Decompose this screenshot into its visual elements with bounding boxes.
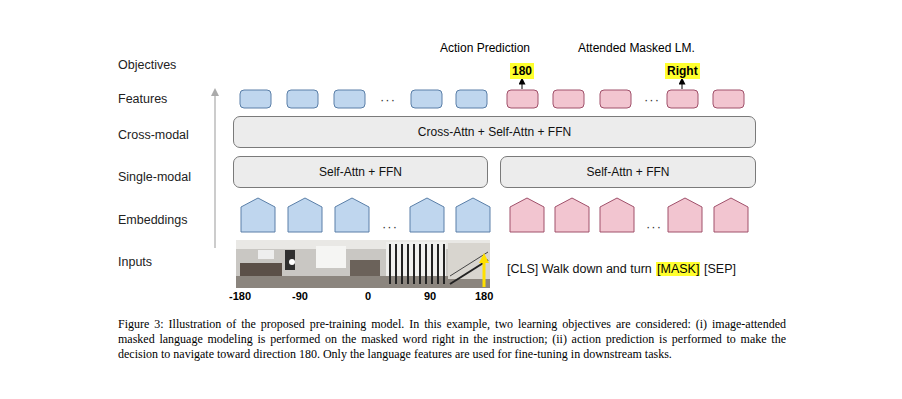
language-embedding — [714, 198, 748, 232]
panorama-rail — [431, 244, 433, 284]
language-feature — [667, 90, 698, 108]
panorama-rail — [419, 244, 421, 284]
objective-highlight: Right — [665, 63, 700, 79]
language-feature — [507, 90, 538, 108]
language-embedding — [600, 198, 634, 232]
node-text: Cross-Attn + Self-Attn + FFN — [418, 125, 571, 139]
language-encoder-layer: Self-Attn + FFN — [500, 156, 756, 188]
node-text: Right — [667, 64, 698, 78]
language-feature — [553, 90, 584, 108]
angle-tick: 0 — [365, 290, 371, 302]
vision-embedding — [456, 198, 490, 232]
objective-arrow — [682, 81, 683, 89]
vision-feature — [334, 90, 365, 108]
heading-arrow — [483, 258, 486, 287]
panorama-rail — [401, 244, 403, 284]
instruction-text: [CLS] Walk down and turn — [507, 262, 652, 276]
ellipsis: ··· — [644, 92, 660, 107]
angle-tick: -90 — [292, 290, 308, 302]
node-text: 180 — [512, 64, 532, 78]
panorama-window — [258, 250, 274, 259]
instruction-text: [SEP] — [704, 262, 736, 276]
panorama-fireplace — [285, 250, 295, 270]
objective-label: Action Prediction — [440, 41, 530, 55]
cross-modal-layer: Cross-Attn + Self-Attn + FFN — [233, 116, 756, 148]
node-text: Self-Attn + FFN — [319, 165, 402, 179]
panorama-rail — [389, 244, 391, 284]
ellipsis: ··· — [380, 92, 396, 107]
language-embedding — [555, 198, 589, 232]
angle-tick: 180 — [475, 290, 493, 302]
panorama-window — [316, 246, 346, 268]
language-embedding — [510, 198, 544, 232]
panorama-railing — [450, 252, 488, 276]
vision-feature — [240, 90, 271, 108]
vision-embedding — [335, 198, 369, 232]
panorama-wall — [236, 240, 490, 288]
language-feature — [600, 90, 631, 108]
objective-label: Attended Masked LM. — [578, 41, 695, 55]
panorama-rail — [407, 244, 409, 284]
node-text: [MASK] — [657, 262, 699, 276]
level-label: Cross-modal — [118, 128, 189, 142]
level-label: Inputs — [118, 255, 152, 269]
vision-embedding — [288, 198, 322, 232]
panorama-rail — [425, 244, 427, 284]
panorama-image — [236, 240, 490, 288]
language-feature — [713, 90, 744, 108]
vision-embedding — [410, 198, 444, 232]
panorama-rail — [443, 244, 445, 284]
angle-tick: -180 — [229, 290, 251, 302]
level-label: Objectives — [118, 58, 176, 72]
language-embedding — [668, 198, 702, 232]
masked-token: [MASK] — [656, 262, 700, 276]
objective-arrow — [522, 81, 523, 89]
level-label: Single-modal — [118, 170, 191, 184]
panorama-rail — [413, 244, 415, 284]
level-label: Embeddings — [118, 213, 188, 227]
figure-caption: Figure 3: Illustration of the proposed p… — [118, 317, 786, 362]
vision-feature — [287, 90, 318, 108]
panorama-sofa — [240, 263, 282, 276]
vision-feature — [411, 90, 442, 108]
objective-highlight: 180 — [510, 63, 534, 79]
panorama-rail — [437, 244, 439, 284]
ellipsis: ··· — [382, 219, 398, 234]
panorama-table — [350, 260, 380, 276]
angle-tick: 90 — [424, 290, 436, 302]
level-label: Features — [118, 92, 167, 106]
vision-encoder-layer: Self-Attn + FFN — [233, 156, 488, 188]
ellipsis: ··· — [646, 219, 662, 234]
vision-feature — [456, 90, 487, 108]
node-text: Self-Attn + FFN — [586, 165, 669, 179]
panorama-rail — [395, 244, 397, 284]
level-axis-arrow — [214, 92, 215, 248]
panorama-lamp — [289, 259, 295, 265]
vision-embedding — [241, 198, 275, 232]
